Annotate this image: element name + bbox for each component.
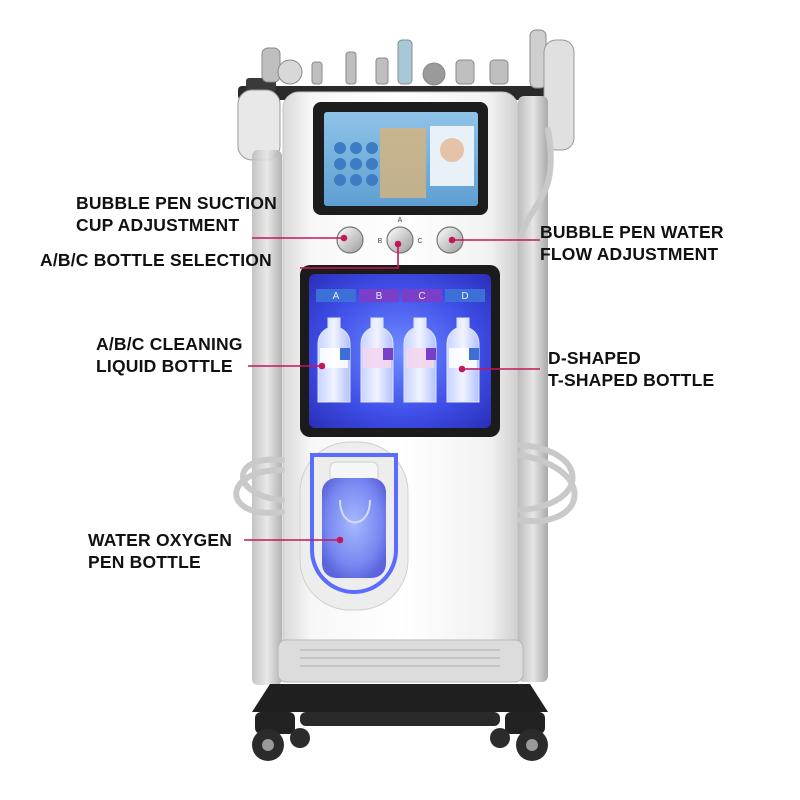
knob-letter-b: B <box>378 238 383 245</box>
knob-letter-a: A <box>398 217 403 224</box>
tab-d-label: D <box>461 291 468 302</box>
leader-lines <box>244 234 540 544</box>
knob-letter-c: C <box>417 238 422 245</box>
wheel-base <box>252 684 548 761</box>
bottle-selection-label: A/B/C BOTTLE SELECTION <box>40 250 272 270</box>
touch-screen <box>313 102 488 215</box>
hoses <box>233 127 578 525</box>
liquid-bottles <box>317 317 480 403</box>
tab-c-label: C <box>418 291 425 302</box>
leader-bottle-selection <box>300 244 399 269</box>
oxygen-bottle-window <box>299 441 409 611</box>
tab-b-label: B <box>376 291 383 302</box>
control-knobs <box>336 226 464 254</box>
tab-a-label: A <box>333 291 340 302</box>
